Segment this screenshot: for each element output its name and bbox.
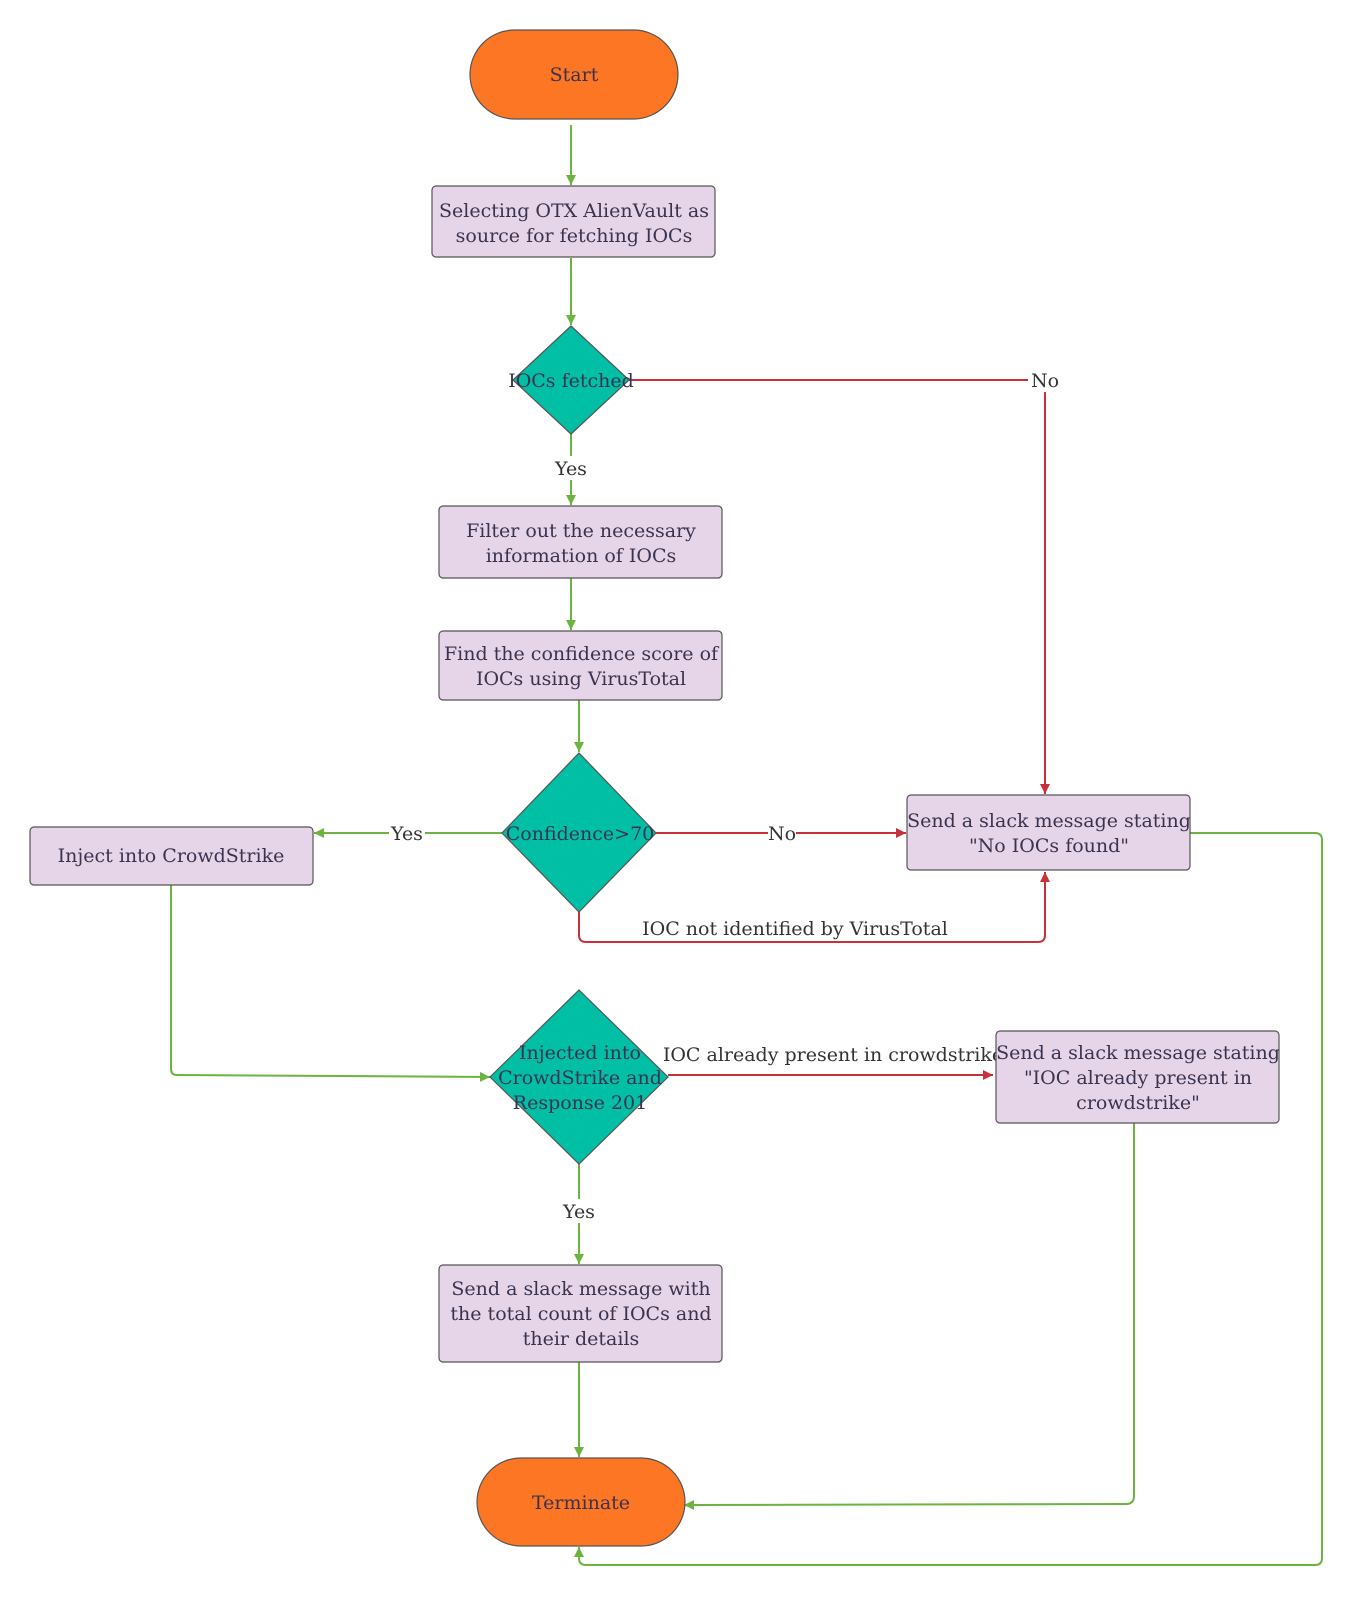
label-confidence-yes: Yes [390,823,423,845]
start-node: Start [469,29,679,120]
label-not-identified: IOC not identified by VirusTotal [642,918,948,940]
select-source-node: Selecting OTX AlienVault as source for f… [431,185,716,258]
filter-node: Filter out the necessary information of … [438,505,723,579]
select-source-line-2: source for fetching IOCs [456,225,693,247]
label-confidence-no: No [768,823,796,845]
confidence-score-line-2: IOCs using VirusTotal [476,668,686,690]
label-fetched-no: No [1031,370,1059,392]
iocs-fetched-decision: IOCs fetched [508,325,634,435]
confidence-decision: Confidence>70 [501,752,657,913]
label-bg [552,456,590,480]
edge-fetched-no [629,379,1050,794]
slack-no-iocs-line-2: "No IOCs found" [969,835,1129,857]
edge-inject-to-check [170,884,491,1082]
label-bg [768,821,796,845]
slack-already-line-2: "IOC already present in [1024,1067,1252,1089]
label-injected-yes: Yes [562,1201,595,1223]
injected-line-3: Response 201 [513,1092,647,1114]
confidence-score-node: Find the confidence score of IOCs using … [438,630,723,701]
injected-line-1: Injected into [519,1042,641,1064]
confidence-score-line-1: Find the confidence score of [444,643,720,665]
slack-total-node: Send a slack message with the total coun… [438,1264,723,1363]
start-label: Start [550,64,599,86]
slack-no-iocs-node: Send a slack message stating "No IOCs fo… [906,794,1191,871]
slack-no-iocs-line-1: Send a slack message stating [907,810,1191,832]
inject-node: Inject into CrowdStrike [29,826,314,886]
injected-line-2: CrowdStrike and [498,1067,662,1089]
slack-total-line-1: Send a slack message with [451,1278,710,1300]
label-bg [389,821,425,845]
terminate-node: Terminate [476,1457,686,1547]
terminate-label: Terminate [532,1492,630,1514]
filter-line-2: information of IOCs [486,545,677,567]
label-already-present: IOC already present in crowdstrike [663,1044,1003,1066]
filter-line-1: Filter out the necessary [466,520,696,542]
inject-label: Inject into CrowdStrike [58,845,285,867]
slack-total-line-2: the total count of IOCs and [450,1303,711,1325]
edge-already-to-terminate [683,1122,1135,1510]
select-source-line-1: Selecting OTX AlienVault as [439,200,709,222]
confidence-label: Confidence>70 [506,823,655,845]
slack-already-line-1: Send a slack message stating [996,1042,1280,1064]
iocs-fetched-label: IOCs fetched [508,370,634,392]
edge-no-iocs-to-terminate [574,832,1323,1566]
injected-decision: Injected into CrowdStrike and Response 2… [489,989,669,1165]
slack-already-present-node: Send a slack message stating "IOC alread… [995,1030,1280,1124]
label-bg [1028,368,1062,392]
slack-total-line-3: their details [523,1328,640,1350]
label-bg [560,1199,598,1223]
edge-not-identified [578,872,1050,943]
label-fetched-yes: Yes [554,458,587,480]
slack-already-line-3: crowdstrike" [1076,1092,1200,1114]
